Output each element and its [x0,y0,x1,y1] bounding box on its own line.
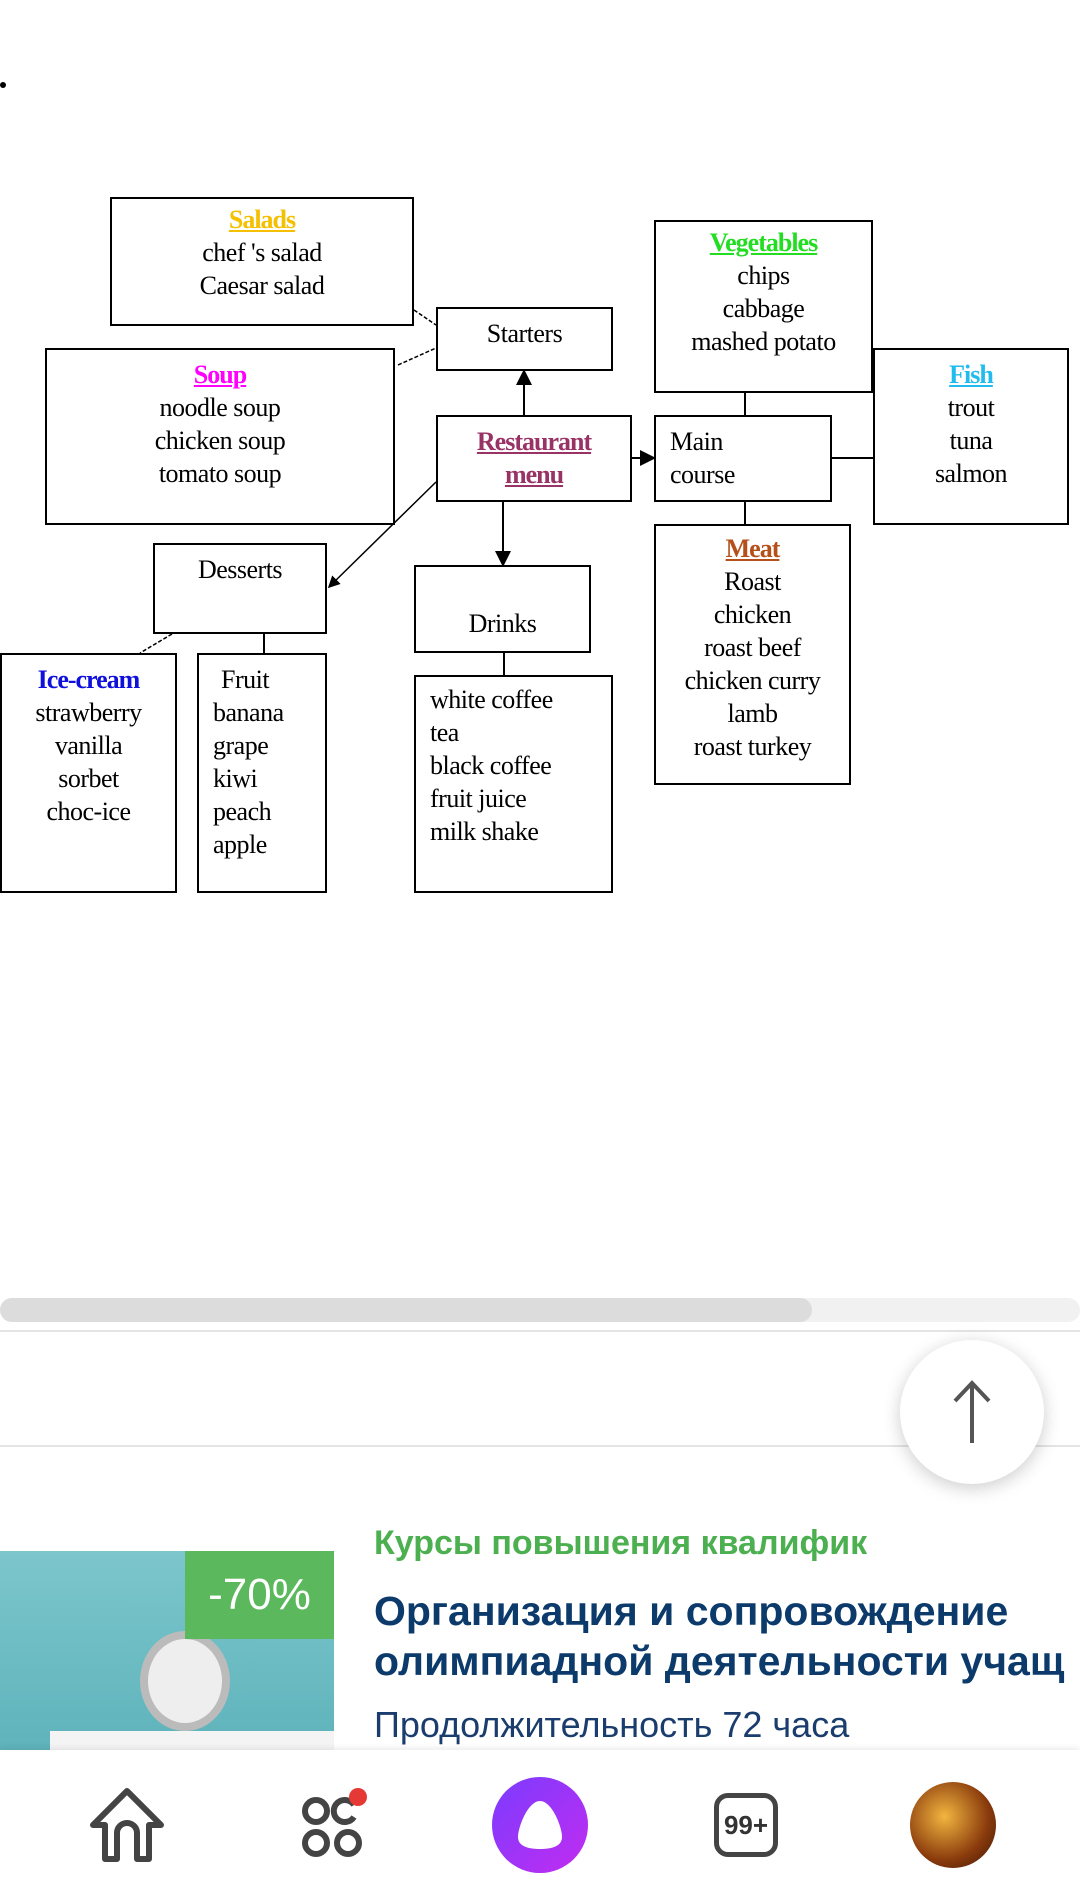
ad-duration: Продолжительность 72 часа [374,1704,850,1745]
meat-item: roast turkey [693,732,812,761]
ice-cream-item: vanilla [54,731,123,760]
drinks-box: Drinks [414,565,591,653]
ice-cream-item: strawberry [35,698,142,727]
fruit-item: kiwi [213,764,258,793]
main-course-line1: Main [670,427,723,456]
restaurant-menu-box: Restaurant menu [436,415,632,502]
restaurant-menu-line1: Restaurant [476,427,592,456]
desserts-box: Desserts [153,543,327,634]
fruit-title: Fruit [221,665,270,694]
ad-title-line2: олимпиадной деятельности учащ [374,1638,1065,1684]
salads-item: chef 's salad [202,238,322,267]
meat-box: Meat Roast chicken roast beef chicken cu… [654,524,851,785]
bottom-nav: 99+ [0,1750,1080,1893]
avatar [910,1782,996,1868]
meat-item: chicken curry [684,666,821,695]
starters-label: Starters [486,319,563,348]
divider [0,1330,1080,1332]
soup-item: noodle soup [159,393,281,422]
home-icon [90,1788,164,1862]
soup-title: Soup [193,360,247,389]
discount-badge: -70% [185,1551,334,1639]
vegetables-box: Vegetables chips cabbage mashed potato [654,220,873,393]
drinks-item: black coffee [430,751,552,780]
meat-item: chicken [713,600,792,629]
soup-item: chicken soup [154,426,286,455]
vegetables-item: cabbage [722,294,805,323]
restaurant-menu-line2: menu [504,460,564,489]
soup-item: tomato soup [158,459,282,488]
salads-title: Salads [228,205,296,234]
scroll-to-top-button[interactable] [900,1340,1044,1484]
diagram-connectors [139,309,873,675]
drinks-item: tea [430,718,459,747]
fruit-item: banana [213,698,284,727]
main-course-box: Main course [654,415,832,502]
meat-item: roast beef [704,633,801,662]
services-icon [302,1788,367,1857]
drinks-label: Drinks [468,609,537,638]
fish-item: trout [947,393,995,422]
arrow-up-icon [953,1380,991,1443]
nav-profile[interactable] [903,1775,1003,1875]
ice-cream-item: choc-ice [46,797,131,826]
ad-title[interactable]: Организация и сопровождение олимпиадной … [374,1586,1064,1686]
divider [0,1445,1080,1447]
fish-item: tuna [949,426,993,455]
fish-box: Fish trout tuna salmon [873,348,1069,525]
starters-box: Starters [436,307,613,371]
fruit-item: grape [213,731,269,760]
bullet-dot [0,82,6,88]
fish-item: salmon [934,459,1008,488]
meat-title: Meat [725,534,781,563]
vegetables-title: Vegetables [709,228,818,257]
fish-title: Fish [949,360,994,389]
ice-cream-title: Ice-cream [37,665,141,694]
salads-item: Caesar salad [199,271,325,300]
salads-box: Salads chef 's salad Caesar salad [110,197,414,326]
main-course-line2: course [670,460,735,489]
tabs-count: 99+ [723,1809,769,1840]
drinks-list-box: white coffee tea black coffee fruit juic… [414,675,613,893]
drinks-item: fruit juice [430,784,527,813]
ice-cream-item: sorbet [58,764,119,793]
nav-tabs[interactable]: 99+ [696,1775,796,1875]
nav-home[interactable] [77,1775,177,1875]
vegetables-item: mashed potato [691,327,836,356]
drinks-item: milk shake [430,817,539,846]
desserts-label: Desserts [197,555,283,584]
notification-dot [349,1788,367,1806]
vegetables-item: chips [737,261,790,290]
fruit-box: Fruit banana grape kiwi peach apple [197,653,327,893]
ice-cream-box: Ice-cream strawberry vanilla sorbet choc… [0,653,177,893]
meat-item: lamb [727,699,779,728]
alarm-clock-graphic [140,1631,230,1731]
scrollbar-thumb[interactable] [0,1298,812,1322]
ad-category[interactable]: Курсы повышения квалифик [374,1524,868,1562]
fruit-item: apple [213,830,267,859]
soup-box: Soup noodle soup chicken soup tomato sou… [45,348,395,525]
nav-alice[interactable] [490,1775,590,1875]
horizontal-scrollbar[interactable] [0,1298,1080,1322]
desk-graphic [50,1731,334,1751]
drinks-item: white coffee [430,685,553,714]
tabs-icon: 99+ [714,1793,778,1857]
fruit-item: peach [213,797,272,826]
alice-icon [492,1777,588,1873]
nav-services[interactable] [282,1775,382,1875]
ad-title-line1: Организация и сопровождение [374,1588,1009,1634]
meat-item: Roast [724,567,781,596]
